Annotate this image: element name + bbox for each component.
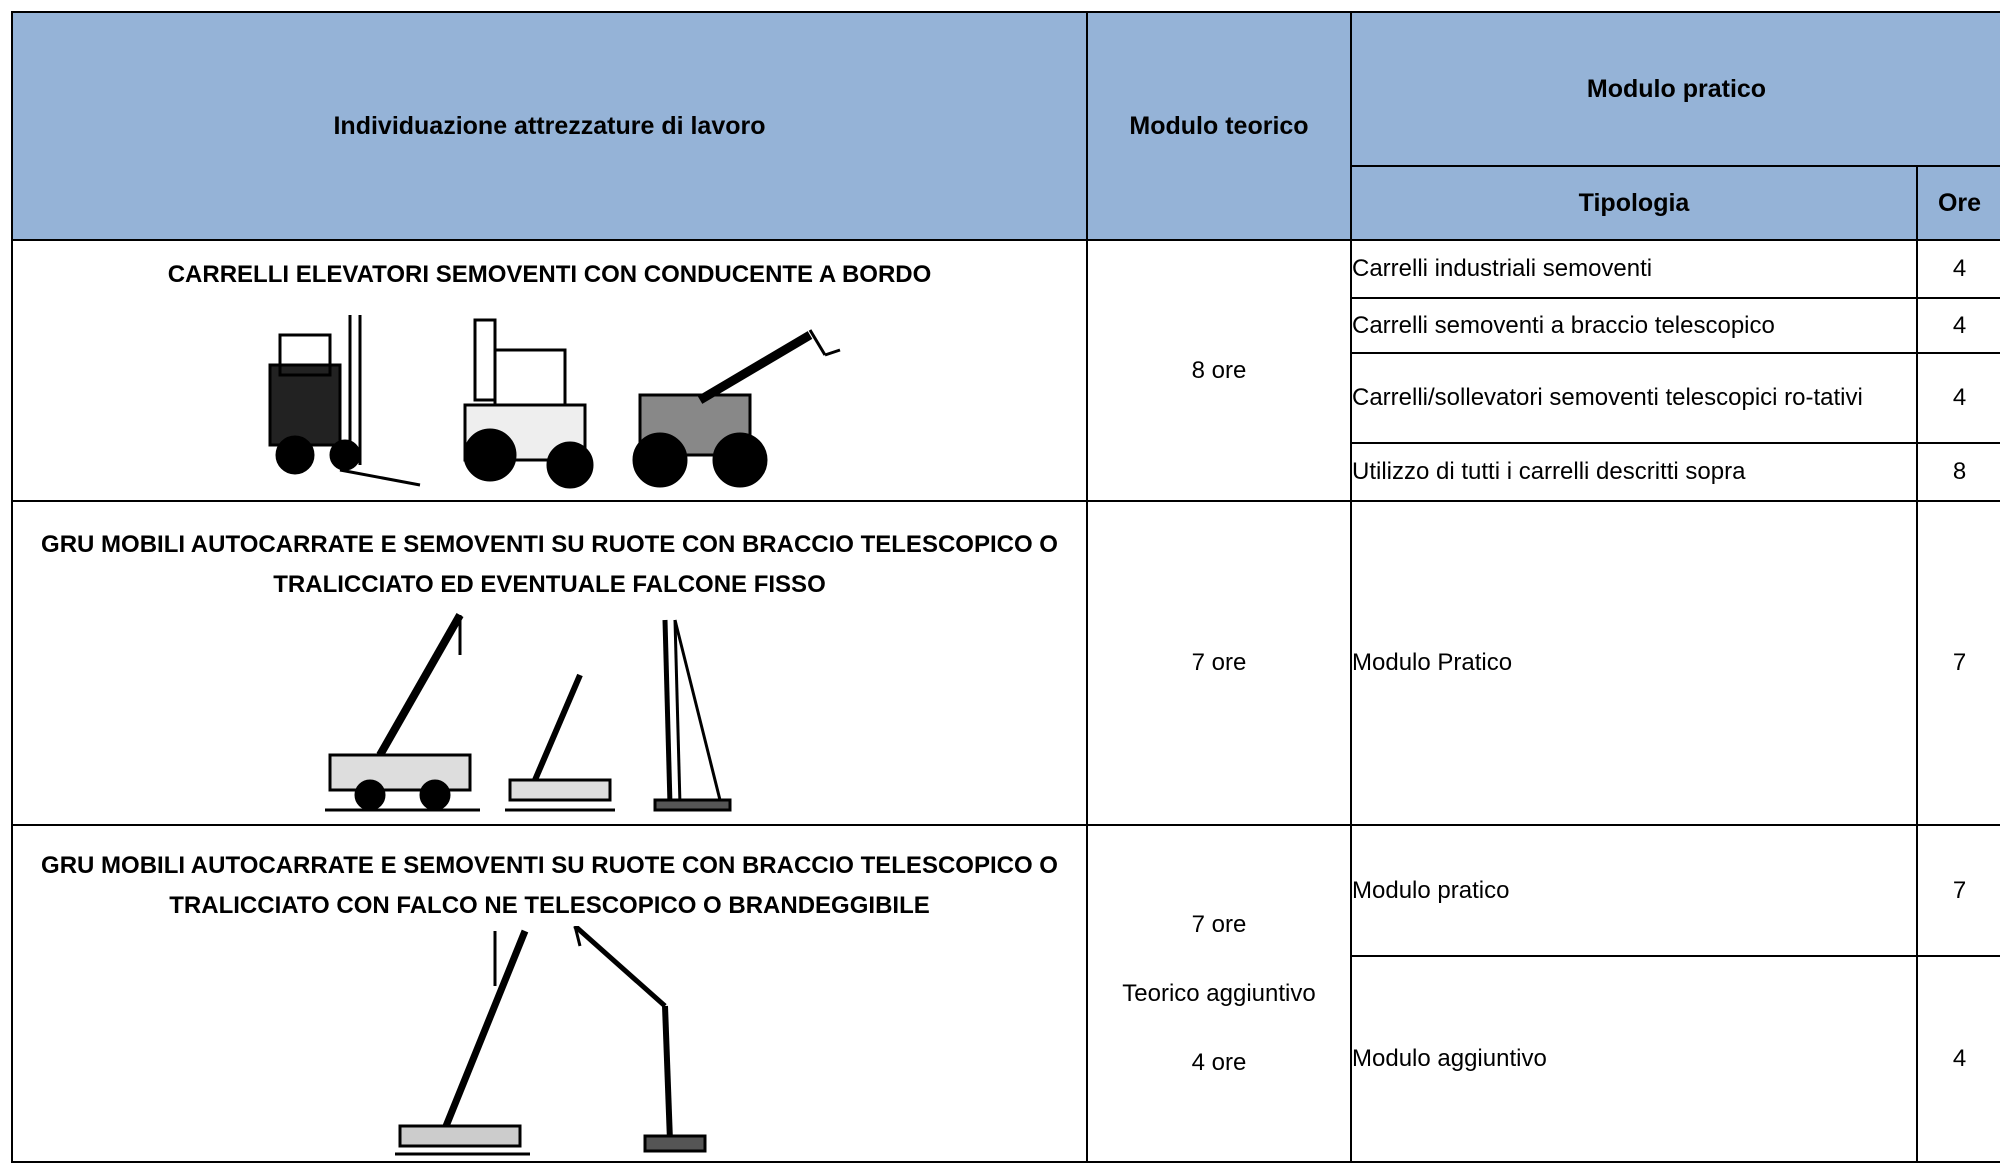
theory-extra-label: Teorico aggiuntivo [1122,979,1316,1007]
header-type: Tipologia [1350,165,1918,241]
type-cell: Modulo pratico [1350,824,1918,957]
theory-cranes-telescopic: 7 ore Teorico aggiuntivo 4 ore [1086,824,1352,1163]
equipment-title: GRU MOBILI AUTOCARRATE E SEMOVENTI SU RU… [41,531,1058,598]
hours-cell: 4 [1916,352,2000,444]
header-hours: Ore [1916,165,2000,241]
type-cell: Modulo aggiuntivo [1350,955,1918,1163]
header-theory: Modulo teorico [1086,11,1352,241]
equipment-title: GRU MOBILI AUTOCARRATE E SEMOVENTI SU RU… [41,851,1058,919]
hours-cell: 7 [1916,824,2000,957]
equipment-title: CARRELLI ELEVATORI SEMOVENTI CON CONDUCE… [167,261,932,288]
theory-forklifts: 8 ore [1086,239,1352,502]
hours-cell: 4 [1916,238,2000,300]
type-cell: Carrelli semoventi a braccio telescopico [1350,297,1918,355]
theory-extra-hours: 4 ore [1191,1048,1247,1076]
cranes-illustration [324,613,731,812]
hours-cell: 8 [1916,441,2000,503]
hours-cell: 4 [1916,297,2000,355]
type-cell: Utilizzo di tutti i carrelli descritti s… [1350,441,1918,503]
theory-cranes-fixed: 7 ore [1086,500,1352,826]
hours-cell: 4 [1916,955,2000,1163]
forklifts-illustration [268,315,840,489]
equipment-cranes-telescopic: GRU MOBILI AUTOCARRATE E SEMOVENTI SU RU… [11,824,1088,1163]
hours-cell: 7 [1916,500,2000,826]
header-equipment: Individuazione attrezzature di lavoro [11,11,1088,241]
equipment-forklifts: CARRELLI ELEVATORI SEMOVENTI CON CONDUCE… [11,239,1088,502]
training-table: Individuazione attrezzature di lavoro Mo… [11,11,2000,1163]
cranes-telescopic-illustration [394,925,706,1155]
header-practical: Modulo pratico [1350,11,2000,167]
type-cell: Modulo Pratico [1350,500,1918,826]
equipment-cranes-fixed: GRU MOBILI AUTOCARRATE E SEMOVENTI SU RU… [11,500,1088,826]
type-cell: Carrelli industriali semoventi [1350,238,1918,300]
type-cell: Carrelli/sollevatori semoventi telescopi… [1350,352,1918,444]
theory-hours: 7 ore [1191,910,1247,938]
